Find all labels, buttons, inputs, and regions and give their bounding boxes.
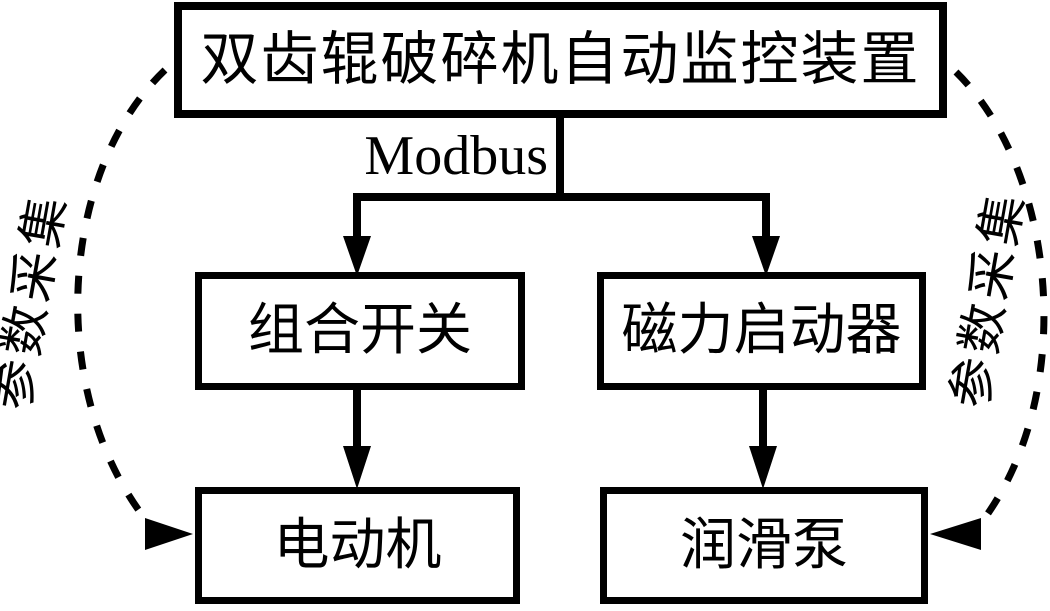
node-magnetic-starter: 磁力启动器	[597, 272, 926, 390]
parameter-curve-left-arrowhead	[145, 518, 193, 550]
node-electric-motor: 电动机	[195, 487, 520, 604]
parameter-curve-right-arrowhead	[930, 518, 981, 550]
node-lubrication-pump: 润滑泵	[600, 487, 928, 604]
node-lubrication-pump-label: 润滑泵	[680, 514, 848, 577]
switch-to-motor-arrowhead	[343, 446, 371, 489]
modbus-label: Modbus	[364, 125, 548, 187]
node-combination-switch-label: 组合开关	[248, 300, 472, 362]
branch-to-switch-arrowhead	[343, 236, 371, 276]
node-monitoring-device: 双齿辊破碎机自动监控装置	[174, 2, 947, 118]
node-electric-motor-label: 电动机	[273, 514, 442, 577]
parameter-curve-right	[953, 69, 1048, 522]
node-monitoring-device-label: 双齿辊破碎机自动监控装置	[200, 27, 921, 92]
parameter-curve-left	[74, 67, 168, 523]
node-combination-switch: 组合开关	[195, 272, 525, 390]
starter-to-pump-arrowhead	[749, 446, 777, 489]
node-magnetic-starter-label: 磁力启动器	[621, 300, 902, 362]
branch-to-starter-arrowhead	[752, 236, 780, 276]
